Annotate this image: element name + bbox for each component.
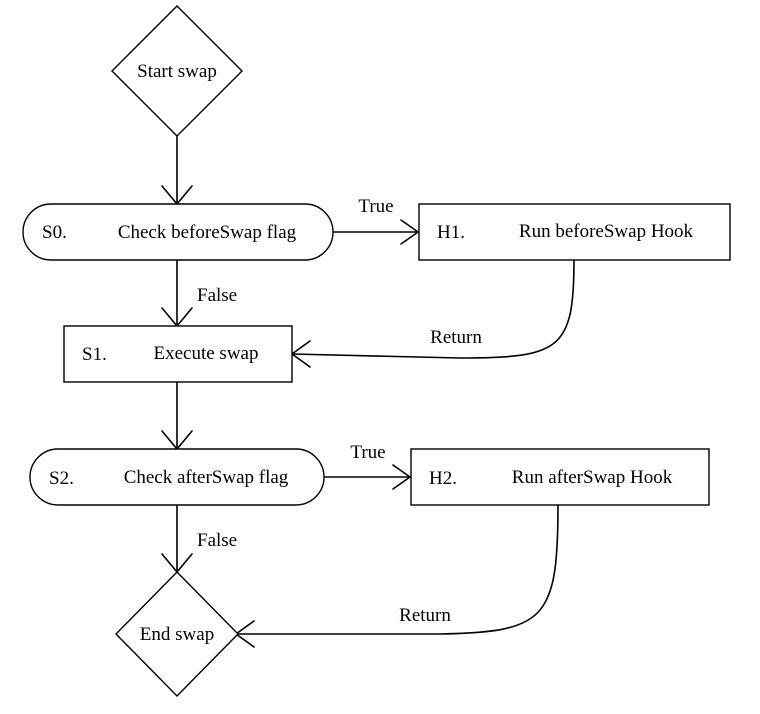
edge-h1-return-to-s1: Return (290, 259, 575, 368)
node-label: Check beforeSwap flag (118, 222, 297, 243)
node-label: Start swap (137, 61, 217, 82)
edge-s2-true-to-h2: True (324, 442, 412, 490)
node-h1-run-beforeswap-hook: H1. Run beforeSwap Hook (418, 203, 731, 261)
node-label: Run afterSwap Hook (512, 467, 673, 488)
edge-label-false: False (197, 285, 237, 306)
node-label: Execute swap (154, 343, 259, 364)
node-id: H1. (437, 222, 465, 243)
edge-s2-false-to-end: False (161, 505, 237, 574)
edge-label-true: True (350, 442, 385, 463)
edge-s0-false-to-s1: False (161, 260, 237, 328)
node-h2-run-afterswap-hook: H2. Run afterSwap Hook (410, 448, 710, 506)
edge-label-false: False (197, 530, 237, 551)
node-start-swap: Start swap (111, 5, 243, 137)
node-label: Run beforeSwap Hook (519, 221, 694, 242)
node-label: End swap (140, 624, 214, 645)
node-id: H2. (429, 468, 457, 489)
edge-h2-return-to-end: Return (234, 504, 559, 648)
node-s2-check-afterswap: S2. Check afterSwap flag (29, 448, 325, 506)
node-label: Check afterSwap flag (124, 467, 289, 488)
node-id: S0. (42, 222, 67, 243)
node-s1-execute-swap: S1. Execute swap (63, 325, 293, 383)
node-end-swap: End swap (115, 571, 239, 697)
node-id: S1. (82, 344, 107, 365)
node-id: S2. (49, 468, 74, 489)
edge-label-true: True (358, 196, 393, 217)
node-s0-check-beforeswap: S0. Check beforeSwap flag (22, 203, 334, 261)
edge-start-to-s0 (161, 136, 193, 206)
edge-label-return: Return (430, 327, 482, 348)
edge-label-return: Return (399, 605, 451, 626)
edge-s0-true-to-h1: True (333, 196, 420, 245)
edge-s1-to-s2 (161, 382, 193, 451)
